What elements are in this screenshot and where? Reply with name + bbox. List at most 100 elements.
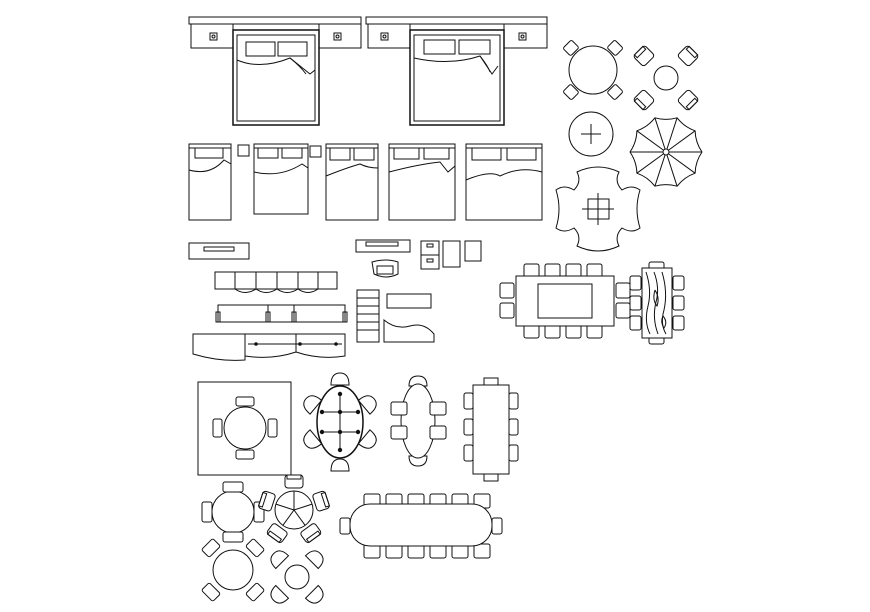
double-bed-1	[188, 16, 362, 126]
round-table-4-armchairs-bottom	[201, 481, 265, 543]
table-joint	[319, 429, 325, 435]
side-chair	[429, 425, 447, 440]
armchair-back	[267, 530, 283, 544]
armchair-seat	[357, 429, 377, 449]
table-line	[293, 503, 313, 511]
armchair	[330, 458, 350, 472]
armchair	[312, 490, 331, 512]
wood-grain	[645, 271, 651, 335]
oval-table-6-chairs	[303, 372, 377, 472]
armchair-seat	[284, 474, 304, 489]
armchair	[357, 429, 377, 449]
round-table-diagonal-chairs	[201, 538, 265, 602]
umbrella-rib	[654, 151, 667, 187]
armchair	[266, 523, 288, 544]
wood-grain	[653, 289, 659, 307]
double-bed-2	[365, 16, 548, 126]
long-sofa-with-tables	[192, 333, 346, 361]
armchair-bottom	[408, 455, 428, 467]
chair-right	[672, 275, 685, 291]
table-inlay	[537, 283, 593, 319]
armchair	[257, 490, 276, 512]
armchair	[357, 395, 377, 415]
chair-right	[672, 315, 685, 331]
umbrella-rib	[636, 151, 667, 174]
nightstand-small	[237, 144, 250, 157]
round-table-4-chairs	[563, 40, 623, 100]
side-chair	[390, 425, 408, 440]
dining-table-4-chairs	[390, 375, 447, 467]
umbrella-pole	[662, 148, 670, 156]
bed-d	[465, 143, 543, 221]
armchair-seat	[303, 395, 323, 415]
table-joint	[355, 429, 361, 435]
armchair	[330, 372, 350, 386]
wooden-table-6-chairs	[629, 261, 685, 345]
rectangular-table-6-chairs	[463, 377, 519, 482]
conference-table-14-chairs	[339, 493, 503, 559]
single-bed	[188, 143, 232, 221]
cabinet-set	[420, 240, 482, 270]
armchair	[303, 429, 323, 449]
chair-right	[615, 282, 631, 299]
table-joint	[337, 429, 343, 435]
umbrella-rib	[665, 151, 678, 187]
round-table-on-rug	[197, 381, 292, 476]
chair-left	[499, 282, 515, 299]
table-joint	[355, 409, 361, 415]
table-line	[293, 509, 306, 526]
conference-top	[349, 503, 493, 547]
table-joint	[319, 409, 325, 415]
armchair-back	[286, 474, 302, 480]
chair-right	[615, 302, 631, 319]
chair-bottom	[473, 543, 491, 559]
bed-b	[325, 143, 379, 221]
side-chair	[429, 401, 447, 416]
armchair-seat	[357, 395, 377, 415]
bed-c	[388, 143, 456, 221]
patio-umbrella	[629, 117, 703, 187]
side-chair	[390, 401, 408, 416]
armchair	[284, 474, 304, 489]
round-table-curved-chairs	[555, 166, 641, 252]
small-round-table-armchairs	[633, 45, 699, 111]
dining-top	[400, 383, 436, 459]
armchair-back	[320, 491, 331, 508]
chair-left	[629, 315, 642, 331]
wardrobe-top	[188, 242, 250, 260]
chair-left	[629, 295, 642, 311]
table-line	[275, 503, 295, 511]
wood-grain	[653, 271, 659, 335]
umbrella-rib	[665, 151, 696, 174]
chair-left	[499, 302, 515, 319]
armchair	[300, 523, 322, 544]
armchair-back	[305, 530, 321, 544]
armchair-back	[257, 491, 268, 508]
umbrella-rib	[636, 130, 667, 153]
chair-left	[629, 275, 642, 291]
umbrella-rib	[665, 117, 678, 153]
small-round-table-curved-chairs	[270, 550, 324, 604]
table-joint	[337, 391, 343, 397]
armchair	[303, 395, 323, 415]
chair-right	[672, 295, 685, 311]
desk-and-chair	[355, 239, 411, 278]
dining-table-10-chairs	[499, 263, 631, 339]
armchair-seat	[303, 429, 323, 449]
table-joint	[337, 409, 343, 415]
chair-right	[491, 517, 503, 535]
wood-table-top	[641, 267, 673, 339]
table-line	[282, 509, 295, 526]
nightstand-small	[309, 145, 322, 158]
table-joint	[337, 447, 343, 453]
low-cabinet-row	[215, 304, 348, 323]
chaise-lounger	[356, 289, 435, 343]
umbrella-rib	[654, 117, 667, 153]
wood-grain	[661, 315, 667, 329]
bed-a	[253, 143, 309, 215]
armchair-top	[408, 375, 428, 387]
chair-left	[339, 517, 351, 535]
round-table-5-chairs	[257, 474, 331, 544]
